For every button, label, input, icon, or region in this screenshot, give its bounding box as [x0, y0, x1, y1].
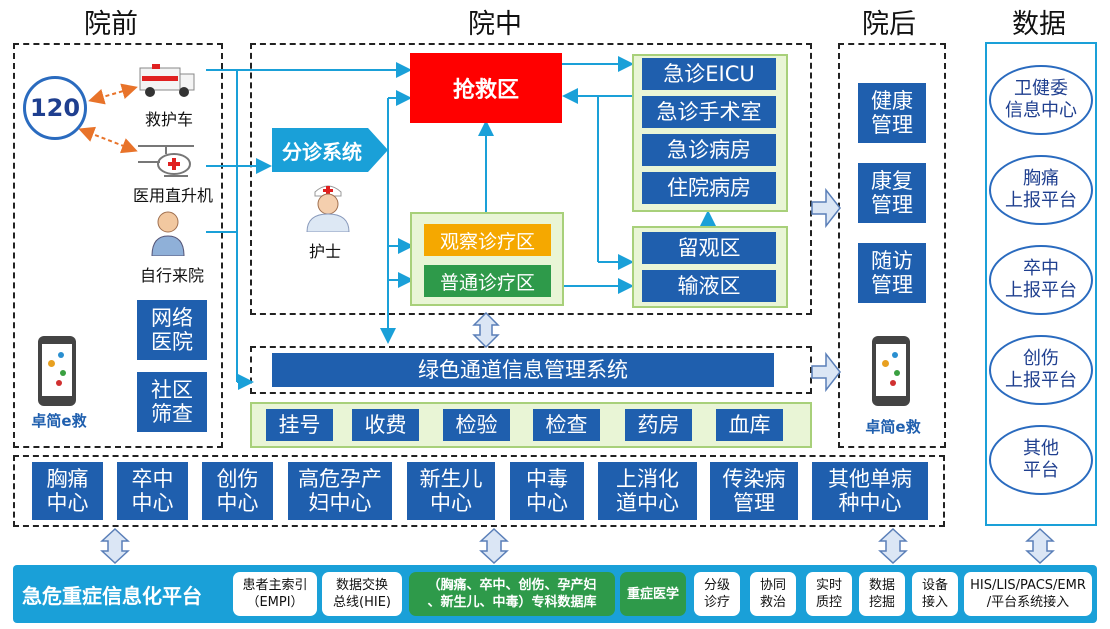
observation-treatment-area: 观察诊疗区: [424, 224, 551, 256]
in-hospital-box: [250, 43, 812, 315]
platform-hie: 数据交换 总线(HIE): [322, 572, 402, 616]
rehab-management-box: 康复 管理: [858, 163, 926, 223]
service-billing: 收费: [352, 409, 419, 441]
center-other: 其他单病 种中心: [812, 462, 928, 520]
observation-stay-box: 留观区: [642, 232, 776, 264]
center-trauma: 创伤 中心: [202, 462, 273, 520]
pre-hospital-box: [13, 43, 223, 448]
inpatient-ward-box: 住院病房: [642, 172, 776, 204]
service-exam: 检查: [533, 409, 600, 441]
patient-icon: [150, 210, 186, 257]
center-stroke: 卒中 中心: [117, 462, 188, 520]
platform-specialty-db: （胸痛、卒中、创伤、孕产妇 、新生儿、中毒）专科数据库: [409, 572, 615, 616]
platform-qc: 实时 质控: [806, 572, 852, 616]
center-infectious: 传染病 管理: [710, 462, 798, 520]
center-poisoning: 中毒 中心: [510, 462, 584, 520]
triage-system: 分诊系统: [272, 128, 388, 172]
ambulance-label: 救护车: [144, 110, 193, 129]
badge-120: 120: [23, 76, 87, 140]
platform-critical-care: 重症医学: [620, 572, 686, 616]
post-hospital-box: [838, 43, 946, 448]
center-gi: 上消化 道中心: [598, 462, 697, 520]
chest-pain-platform: 胸痛 上报平台: [989, 155, 1093, 225]
center-chest-pain: 胸痛 中心: [32, 462, 103, 520]
rescue-area: 抢救区: [410, 53, 562, 123]
triage-label: 分诊系统: [282, 139, 362, 164]
phone-app-icon: [38, 336, 76, 406]
followup-management-box: 随访 管理: [858, 243, 926, 303]
phone-app-icon-post: [872, 336, 910, 406]
platform-device: 设备 接入: [912, 572, 958, 616]
green-channel-box: [250, 346, 812, 394]
service-registration: 挂号: [266, 409, 333, 441]
platform-his-integration: HIS/LIS/PACS/EMR /平台系统接入: [964, 572, 1092, 616]
health-management-box: 健康 管理: [858, 83, 926, 143]
trauma-platform: 创伤 上报平台: [989, 335, 1093, 405]
platform-title: 急危重症信息化平台: [22, 583, 202, 608]
service-lab: 检验: [443, 409, 510, 441]
eicu-box: 急诊EICU: [642, 58, 776, 90]
heading-data: 数据: [1012, 9, 1066, 40]
app-label-pre: 卓简e救: [31, 412, 87, 430]
emergency-ward-box: 急诊病房: [642, 134, 776, 166]
data-box: [985, 42, 1097, 526]
platform-mining: 数据 挖掘: [859, 572, 905, 616]
service-pharmacy: 药房: [625, 409, 692, 441]
nurse-label: 护士: [308, 242, 341, 261]
center-neonatal: 新生儿 中心: [407, 462, 495, 520]
centers-box: [13, 455, 945, 527]
emergency-surgery-box: 急诊手术室: [642, 96, 776, 128]
walkin-label: 自行来院: [139, 266, 204, 285]
community-screening-box: 社区 筛查: [137, 372, 207, 432]
green-channel-system: 绿色通道信息管理系统: [272, 353, 774, 387]
health-commission-center: 卫健委 信息中心: [989, 65, 1093, 135]
app-label-post: 卓简e救: [865, 418, 921, 436]
network-hospital-box: 网络 医院: [137, 300, 207, 360]
ambulance-icon: [138, 58, 196, 98]
heading-pre-hospital: 院前: [84, 9, 138, 40]
platform-collab: 协同 救治: [750, 572, 796, 616]
platform-tiered: 分级 诊疗: [694, 572, 740, 616]
general-treatment-area: 普通诊疗区: [424, 265, 551, 297]
helicopter-icon: [134, 142, 202, 180]
infusion-box: 输液区: [642, 270, 776, 302]
helicopter-label: 医用直升机: [132, 186, 213, 205]
nurse-icon: [305, 180, 351, 233]
service-blood-bank: 血库: [716, 409, 783, 441]
stroke-platform: 卒中 上报平台: [989, 245, 1093, 315]
center-maternal: 高危孕产 妇中心: [288, 462, 392, 520]
platform-empi: 患者主索引 （EMPI）: [233, 572, 317, 616]
other-platform: 其他 平台: [989, 425, 1093, 495]
heading-post-hospital: 院后: [862, 9, 916, 40]
heading-in-hospital: 院中: [468, 9, 522, 40]
